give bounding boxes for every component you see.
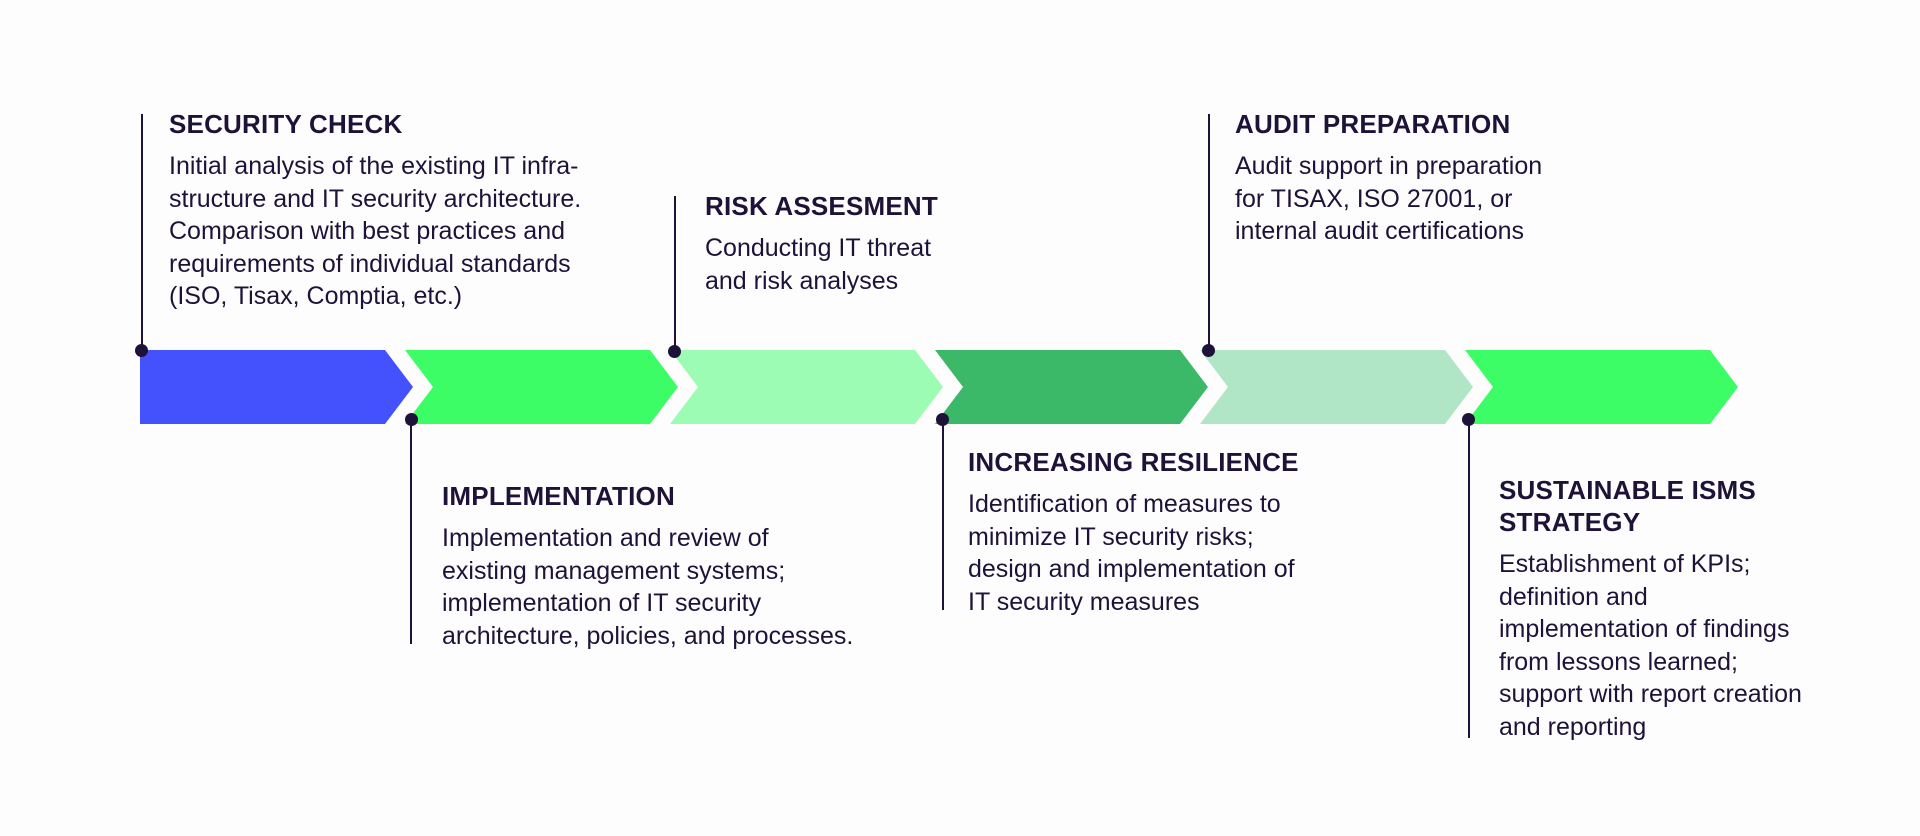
step-description: Establishment of KPIs; definition and im… xyxy=(1499,550,1802,741)
connector-line-audit-preparation xyxy=(1208,114,1210,350)
step-audit-preparation: AUDIT PREPARATION Audit support in prepa… xyxy=(1235,108,1635,248)
step-title: SECURITY CHECK xyxy=(169,109,403,139)
step-title: SUSTAINABLE ISMS STRATEGY xyxy=(1499,475,1756,537)
step-description: Implementation and review of existing ma… xyxy=(442,524,854,650)
arrow-step-2 xyxy=(405,350,678,424)
connector-dot-increasing-resilience xyxy=(936,413,949,426)
arrow-step-5 xyxy=(1200,350,1473,424)
connector-dot-implementation xyxy=(405,413,418,426)
step-title: IMPLEMENTATION xyxy=(442,481,675,511)
arrow-step-4 xyxy=(935,350,1208,424)
step-description: Conducting IT threat and risk analyses xyxy=(705,234,932,295)
step-description: Identification of measures to minimize I… xyxy=(968,490,1295,616)
step-security-check: SECURITY CHECK Initial analysis of the e… xyxy=(169,108,689,313)
step-increasing-resilience: INCREASING RESILIENCE Identification of … xyxy=(968,446,1388,618)
connector-line-increasing-resilience xyxy=(942,420,944,610)
step-description: Audit support in preparation for TISAX, … xyxy=(1235,152,1543,245)
arrow-step-1 xyxy=(140,350,413,424)
arrow-step-6 xyxy=(1465,350,1738,424)
step-risk-assesment: RISK ASSESMENT Conducting IT threat and … xyxy=(705,190,1035,297)
connector-dot-risk-assesment xyxy=(668,345,681,358)
step-sustainable-isms-strategy: SUSTAINABLE ISMS STRATEGY Establishment … xyxy=(1499,474,1899,743)
connector-dot-security-check xyxy=(135,344,148,357)
arrow-step-3 xyxy=(670,350,943,424)
step-description: Initial analysis of the existing IT infr… xyxy=(169,152,582,310)
connector-dot-sustainable-isms-strategy xyxy=(1462,413,1475,426)
step-title: AUDIT PREPARATION xyxy=(1235,109,1511,139)
connector-dot-audit-preparation xyxy=(1202,344,1215,357)
connector-line-security-check xyxy=(141,114,143,350)
connector-line-sustainable-isms-strategy xyxy=(1468,420,1470,738)
connector-line-risk-assesment xyxy=(674,196,676,351)
step-title: RISK ASSESMENT xyxy=(705,191,938,221)
connector-line-implementation xyxy=(410,420,412,644)
step-implementation: IMPLEMENTATION Implementation and review… xyxy=(442,480,942,652)
step-title: INCREASING RESILIENCE xyxy=(968,447,1299,477)
